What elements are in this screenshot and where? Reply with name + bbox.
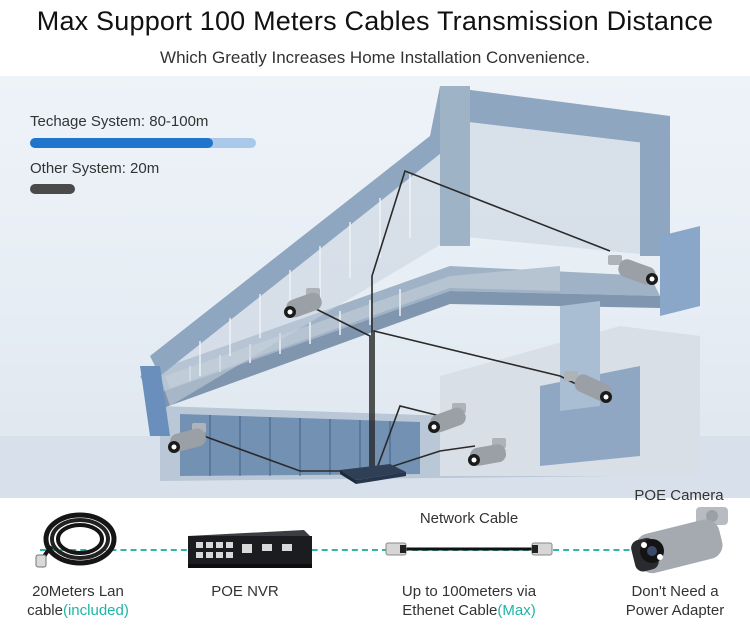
bullet-camera-icon	[631, 507, 728, 574]
bullet-camera-icon	[468, 438, 507, 466]
poe-switch-icon	[340, 464, 406, 484]
poe-camera-line2: Power Adapter	[625, 602, 725, 619]
bullet-camera-icon	[564, 371, 612, 403]
techage-distance-fill	[30, 138, 213, 148]
lan-cable-line2-text: cable	[27, 602, 63, 619]
page-title: Max Support 100 Meters Cables Transmissi…	[36, 6, 714, 36]
network-cable-caption: Up to 100meters via Ethenet Cable(Max)	[384, 582, 554, 620]
network-cable-title: Network Cable	[419, 510, 519, 527]
lan-cable-included-badge: (included)	[62, 602, 129, 619]
lan-cable-line2: cable(included)	[8, 601, 148, 620]
bottom-strip	[0, 498, 750, 641]
poe-camera-caption: Don't Need a Power Adapter	[600, 582, 750, 620]
network-cable-max-badge: (Max)	[497, 602, 536, 619]
bullet-camera-icon	[428, 403, 466, 433]
other-distance-bar	[30, 184, 75, 194]
lan-cable-line1: 20Meters Lan	[32, 583, 124, 600]
techage-system-label: Techage System: 80-100m	[30, 113, 209, 130]
other-system-label: Other System: 20m	[30, 160, 160, 177]
connection-line	[40, 549, 710, 551]
bullet-camera-icon	[284, 288, 322, 318]
nvr-caption: POE NVR	[211, 583, 279, 600]
coiled-cable-icon	[35, 512, 117, 568]
ethernet-cable-icon	[385, 542, 553, 556]
techage-distance-bar	[30, 138, 256, 148]
network-cable-line2-text: Ethenet Cable	[402, 602, 498, 619]
poe-camera-line1: Don't Need a	[631, 583, 719, 600]
bullet-camera-icon	[608, 255, 658, 285]
network-cable-line1: Up to 100meters via	[401, 583, 537, 600]
bullet-camera-icon	[168, 423, 206, 453]
nvr-recorder-icon	[188, 530, 312, 568]
house-scene: Techage System: 80-100m Other System: 20…	[0, 76, 750, 498]
page-subtitle: Which Greatly Increases Home Installatio…	[160, 48, 590, 67]
lan-cable-caption: 20Meters Lan cable(included)	[8, 582, 148, 620]
network-cable-line2: Ethenet Cable(Max)	[384, 601, 554, 620]
poe-camera-title: POE Camera	[634, 487, 724, 504]
